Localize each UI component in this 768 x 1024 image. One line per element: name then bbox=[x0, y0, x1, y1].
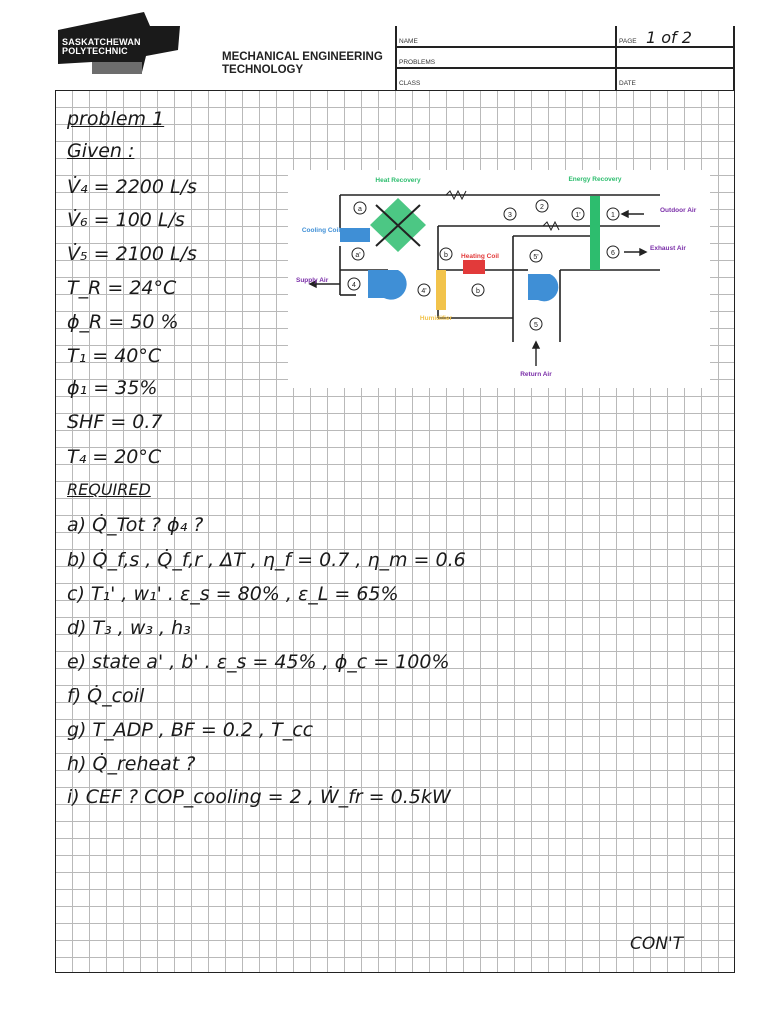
given-item: V̇₆ = 100 L/s bbox=[67, 209, 185, 231]
required-item: e) state a' , b' . ε_s = 45% , ϕ_c = 100… bbox=[67, 651, 450, 673]
humidifier bbox=[436, 270, 446, 310]
class-label: CLASS bbox=[399, 80, 421, 87]
humidifier-label: Humidifier bbox=[420, 315, 453, 322]
header-rule bbox=[395, 67, 735, 69]
given-item: SHF = 0.7 bbox=[67, 411, 163, 433]
state-3: 3 bbox=[508, 212, 512, 219]
logo-line1: SASKATCHEWAN bbox=[62, 37, 141, 47]
header-divider bbox=[733, 26, 735, 90]
hvac-schematic: Heat Recovery Energy Recovery Cooling Co… bbox=[288, 170, 710, 388]
date-label: DATE bbox=[619, 80, 636, 87]
given-item: T₄ = 20°C bbox=[67, 446, 162, 468]
required-item: i) CEF ? COP_cooling = 2 , Ẇ_fr = 0.5kW bbox=[67, 786, 451, 808]
logo-line2: POLYTECHNIC bbox=[62, 46, 128, 56]
given-item: T_R = 24°C bbox=[67, 277, 177, 299]
header-rule bbox=[395, 46, 735, 48]
supply-fan bbox=[368, 270, 407, 300]
required-heading: REQUIRED bbox=[67, 480, 151, 499]
given-heading: Given : bbox=[67, 140, 135, 162]
header-divider bbox=[395, 26, 397, 90]
energy-recovery-label: Energy Recovery bbox=[568, 176, 621, 183]
required-item: b) Q̇_f,s , Q̇_f,r , ΔT , η_f = 0.7 , η_… bbox=[67, 549, 466, 571]
required-item: d) T₃ , w₃ , h₃ bbox=[67, 617, 191, 639]
saskatchewan-polytechnic-logo bbox=[58, 12, 180, 74]
problems-label: PROBLEMS bbox=[399, 59, 436, 66]
state-2: 2 bbox=[540, 204, 544, 211]
name-label: NAME bbox=[399, 38, 418, 45]
problem-title: problem 1 bbox=[67, 108, 165, 130]
supply-air-label: Supply Air bbox=[296, 277, 329, 284]
given-item: ϕ_R = 50 % bbox=[67, 311, 179, 333]
page-number: 1 of 2 bbox=[646, 28, 692, 47]
state-5-prime: 5' bbox=[533, 254, 538, 261]
page-label: PAGE bbox=[619, 38, 637, 45]
outdoor-air-label: Outdoor Air bbox=[660, 207, 697, 214]
return-fan bbox=[528, 274, 559, 302]
state-1-prime: 1' bbox=[575, 212, 580, 219]
state-4: 4 bbox=[352, 282, 356, 289]
state-5: 5 bbox=[534, 322, 538, 329]
given-item: V̇₅ = 2100 L/s bbox=[67, 243, 197, 265]
state-b-lower: b bbox=[476, 288, 480, 295]
heating-coil-label: Heating Coil bbox=[461, 253, 499, 260]
header-divider bbox=[615, 26, 617, 90]
return-air-label: Return Air bbox=[520, 371, 552, 378]
state-6: 6 bbox=[611, 250, 615, 257]
heat-recovery-label: Heat Recovery bbox=[375, 177, 421, 184]
required-item: h) Q̇_reheat ? bbox=[67, 753, 196, 775]
given-item: ϕ₁ = 35% bbox=[67, 377, 158, 399]
energy-recovery-unit bbox=[590, 196, 600, 270]
department-title: MECHANICAL ENGINEERING TECHNOLOGY bbox=[222, 51, 383, 76]
cooling-coil-label: Cooling Coil bbox=[302, 227, 340, 234]
heating-coil bbox=[463, 260, 485, 274]
state-4-prime: 4' bbox=[421, 288, 426, 295]
state-a-prime: a' bbox=[355, 252, 360, 259]
required-item: c) T₁' , w₁' . ε_s = 80% , ε_L = 65% bbox=[67, 583, 399, 605]
required-item: a) Q̇_Tot ? ϕ₄ ? bbox=[67, 514, 204, 536]
cooling-coil bbox=[340, 228, 370, 242]
given-item: V̇₄ = 2200 L/s bbox=[67, 176, 197, 198]
state-1: 1 bbox=[611, 212, 615, 219]
state-a: a bbox=[358, 206, 362, 213]
required-item: f) Q̇_coil bbox=[67, 685, 145, 707]
required-item: g) T_ADP , BF = 0.2 , T_cc bbox=[67, 719, 314, 741]
exhaust-air-label: Exhaust Air bbox=[650, 245, 686, 252]
given-item: T₁ = 40°C bbox=[67, 345, 162, 367]
continued-note: CON'T bbox=[630, 934, 684, 954]
state-b: b bbox=[444, 252, 448, 259]
